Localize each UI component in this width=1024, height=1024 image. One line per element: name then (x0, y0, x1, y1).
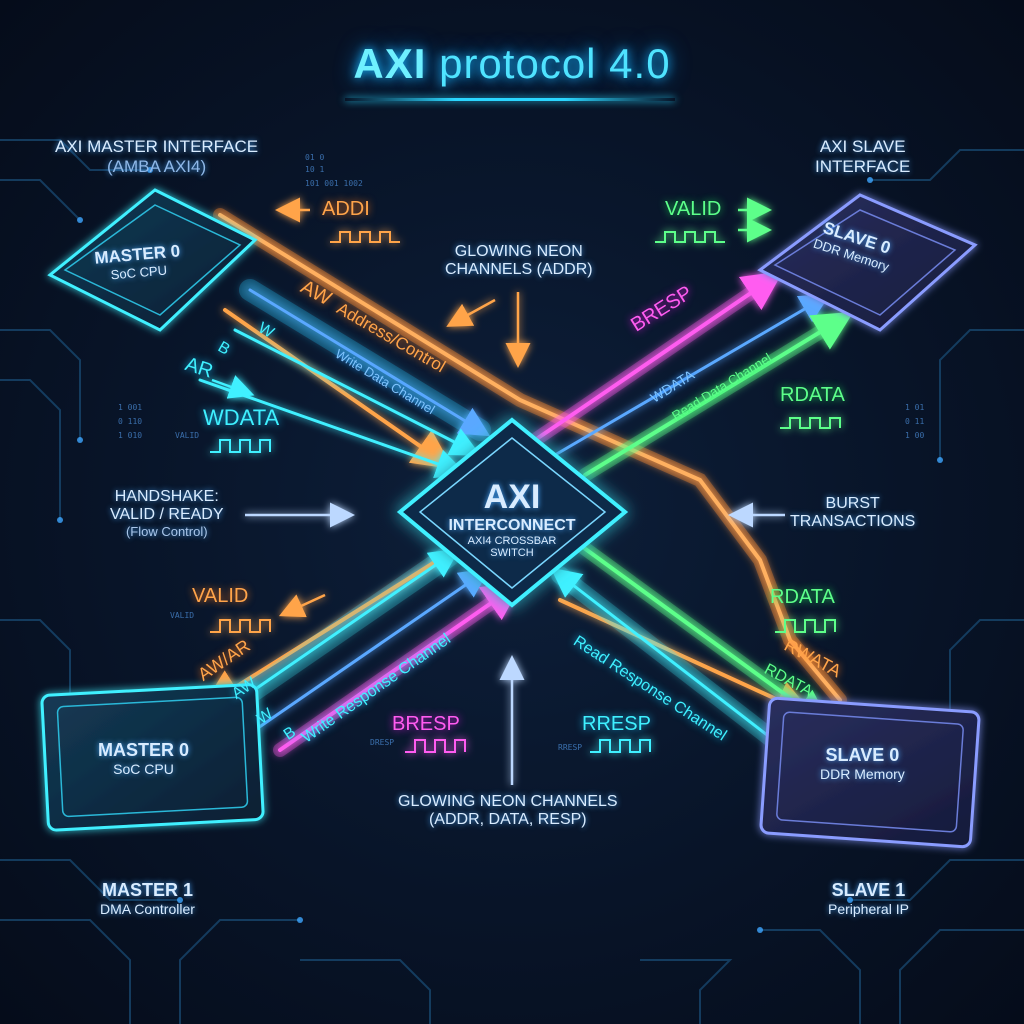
signal-valid-tr: VALID (665, 198, 722, 220)
master-interface-line2: (AMBA AXI4) (106, 156, 207, 176)
chip-master0-top[interactable] (47, 188, 258, 332)
center-sub3: SWITCH (490, 547, 534, 559)
chip-master0-bottom[interactable] (40, 683, 265, 832)
handshake-line1: HANDSHAKE: (114, 488, 219, 505)
center-sub2: AXI4 CROSSBAR (467, 535, 557, 547)
br-channels (550, 538, 833, 754)
chip-bl-name: MASTER 0 (98, 740, 190, 760)
chip-slave0-top[interactable] (757, 193, 978, 332)
svg-text:1 01: 1 01 (905, 403, 924, 412)
burst-line1: BURST (825, 495, 880, 512)
svg-text:VALID: VALID (170, 611, 194, 620)
svg-text:1 010: 1 010 (118, 431, 142, 440)
signal-valid-bl: VALID (192, 585, 249, 607)
master1-label: MASTER 1 DMA Controller (100, 880, 195, 917)
axi-interconnect[interactable] (396, 417, 629, 608)
svg-text:01 0: 01 0 (305, 153, 324, 162)
master1-name: MASTER 1 (101, 880, 193, 900)
svg-text:0 110: 0 110 (118, 417, 142, 426)
neon-all-line1: GLOWING NEON CHANNELS (398, 793, 618, 810)
chip-bl-text: MASTER 0 SoC CPU (98, 740, 189, 777)
svg-text:101 001 1002: 101 001 1002 (305, 179, 363, 188)
chip-tl-text: MASTER 0 SoC CPU (94, 241, 183, 283)
signal-wdata: WDATA (203, 405, 280, 430)
signal-addi: ADDI (322, 198, 370, 220)
signal-rdata-br: RDATA (770, 586, 835, 608)
slave1-sub: Peripheral IP (828, 900, 909, 917)
bl-channels (201, 538, 524, 757)
neon-all-line2: (ADDR, DATA, RESP) (428, 811, 587, 829)
chip-br-sub: DDR Memory (820, 766, 905, 782)
svg-text:1 001: 1 001 (118, 403, 142, 412)
neon-all-label: GLOWING NEON CHANNELS (ADDR, DATA, RESP) (398, 793, 618, 830)
signal-rresp: RRESP (582, 713, 651, 735)
center-name: AXI (483, 478, 541, 516)
svg-text:VALID: VALID (175, 431, 199, 440)
neon-addr-label: GLOWING NEON CHANNELS (ADDR) (445, 243, 593, 280)
svg-text:1 00: 1 00 (905, 431, 924, 440)
master-interface-label: AXI MASTER INTERFACE (AMBA AXI4) (55, 137, 258, 176)
chip-br-name: SLAVE 0 (825, 745, 900, 765)
handshake-line2: VALID / READY (110, 506, 224, 524)
binary-decoration: 01 0 10 1 101 001 1002 1 001 0 110 1 010 1 0… (118, 153, 924, 752)
slave-interface-line2: INTERFACE (815, 156, 911, 176)
burst-label: BURST TRANSACTIONS (790, 495, 915, 532)
title-underline (345, 98, 675, 101)
title-rest: protocol 4.0 (426, 40, 671, 87)
signal-bresp-bl: BRESP (392, 713, 460, 735)
slave1-label: SLAVE 1 Peripheral IP (828, 880, 909, 917)
signal-rdata-tr: RDATA (780, 384, 845, 406)
handshake-line3: (Flow Control) (125, 523, 208, 539)
title-bold: AXI (353, 40, 427, 87)
chip-bl-sub: SoC CPU (113, 761, 174, 777)
slave1-name: SLAVE 1 (831, 880, 906, 900)
waveforms (210, 231, 841, 753)
center-chip-text: AXI INTERCONNECT AXI4 CROSSBAR SWITCH (432, 478, 592, 559)
svg-text:10 1: 10 1 (305, 165, 324, 174)
background-traces (0, 139, 1024, 1024)
svg-text:DRESP: DRESP (370, 738, 394, 747)
slave-interface-label: AXI SLAVE INTERFACE (815, 137, 910, 176)
slave-interface-line1: AXI SLAVE (819, 137, 906, 156)
page-title: AXI protocol 4.0 (0, 40, 1024, 88)
tr-response-channels (528, 270, 854, 482)
master-interface-line1: AXI MASTER INTERFACE (55, 137, 259, 156)
svg-text:RRESP: RRESP (558, 743, 582, 752)
neon-addr-line1: GLOWING NEON (454, 243, 583, 260)
neon-addr-line2: CHANNELS (ADDR) (445, 261, 593, 279)
annotation-arrows (211, 197, 785, 785)
center-sub1: INTERCONNECT (448, 517, 576, 534)
chip-slave0-bottom[interactable] (759, 696, 981, 849)
svg-text:0 11: 0 11 (905, 417, 924, 426)
burst-line2: TRANSACTIONS (790, 513, 916, 531)
chip-br-text: SLAVE 0 DDR Memory (820, 745, 905, 782)
handshake-label: HANDSHAKE: VALID / READY (Flow Control) (110, 488, 224, 540)
master1-sub: DMA Controller (100, 900, 195, 917)
